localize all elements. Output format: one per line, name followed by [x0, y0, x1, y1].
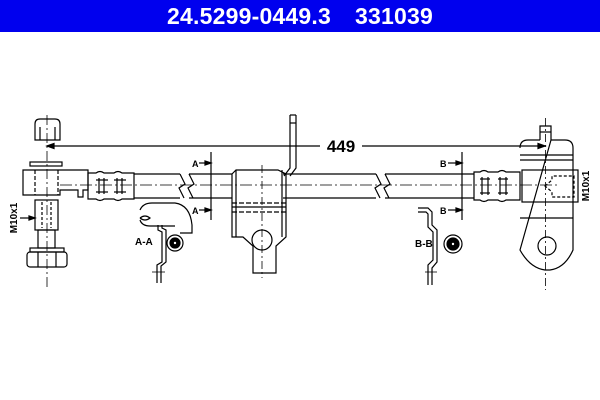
title-bar: 24.5299-0449.3 331039 [0, 0, 600, 32]
reference-number: 331039 [355, 2, 433, 29]
section-b-label: B-B [415, 239, 433, 250]
section-a-label: A-A [135, 237, 153, 248]
section-a-bottom: A [192, 206, 199, 216]
left-banjo-fitting: M10x1 [9, 115, 89, 290]
right-thread-label: M10x1 [581, 170, 592, 201]
section-a-top: A [192, 159, 199, 169]
right-crimp-sleeve [473, 169, 521, 203]
hose [60, 173, 560, 199]
left-thread-label: M10x1 [9, 202, 20, 233]
center-bracket [231, 114, 297, 278]
section-b-bottom: B [440, 206, 447, 216]
length-value: 449 [327, 137, 355, 156]
section-a-markers: A A [192, 152, 213, 220]
section-b-b-detail: B-B [415, 207, 463, 285]
right-bracket-fitting: M10x1 [519, 118, 592, 290]
section-a-a-detail: A-A [135, 202, 193, 283]
section-b-top: B [440, 159, 447, 169]
overall-length-dimension: 449 [45, 137, 547, 156]
part-number: 24.5299-0449.3 [167, 2, 331, 29]
section-b-markers: B B [440, 152, 464, 220]
left-crimp-sleeve [87, 170, 135, 202]
